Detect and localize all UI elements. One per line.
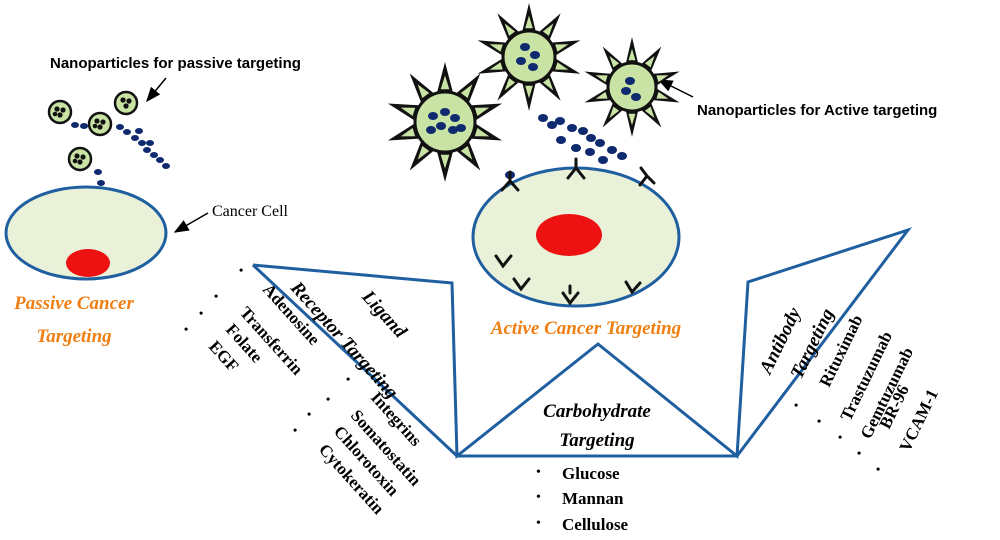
receptor-icon xyxy=(624,280,642,295)
carbohydrate-section: Carbohydrate Targeting • • • Glucose Man… xyxy=(536,401,651,534)
antibody-section: Antibody Targeting Rituximab Trastuzumab… xyxy=(755,304,942,476)
receptor-icon xyxy=(561,284,580,306)
bullet: • xyxy=(307,407,311,421)
bullet: • xyxy=(857,446,861,460)
cancer-cell-arrow xyxy=(173,212,209,233)
bullet: • xyxy=(239,263,243,277)
cancer-cell-label: Cancer Cell xyxy=(212,203,289,220)
carbohydrate-item: Cellulose xyxy=(562,515,629,534)
ligand-right-list: • • • • Integrins Somatostatin Chlorotox… xyxy=(293,372,426,518)
bullet: • xyxy=(326,392,330,406)
passive-cell-nucleus xyxy=(66,249,110,277)
passive-np-arrow xyxy=(146,77,167,103)
passive-nanoparticles-label: Nanoparticles for passive targeting xyxy=(50,55,301,72)
targeting-outline xyxy=(252,227,913,460)
bullet: • xyxy=(214,289,218,303)
bullet: • xyxy=(536,490,541,505)
active-targeting-title: Active Cancer Targeting xyxy=(490,318,681,339)
bullet: • xyxy=(876,462,880,476)
passive-nanoparticle xyxy=(87,111,113,137)
bullet: • xyxy=(293,423,297,437)
active-nanoparticles-label: Nanoparticles for Active targeting xyxy=(697,102,937,119)
active-nanoparticle xyxy=(387,62,503,182)
ligand-title-line1: Ligand xyxy=(357,286,411,343)
ligand-receptor-section: Ligand Receptor Targeting • • • • Adenos… xyxy=(184,263,426,518)
passive-nanoparticle-group xyxy=(47,90,139,172)
receptor-icon xyxy=(500,170,520,192)
receptor-icon xyxy=(566,157,586,180)
passive-cancer-cell xyxy=(4,185,168,281)
carbohydrate-title-line2: Targeting xyxy=(559,430,634,451)
carbohydrate-title-line1: Carbohydrate xyxy=(543,401,651,422)
bullet: • xyxy=(838,430,842,444)
active-cell-nucleus xyxy=(536,214,602,256)
cell-receptors xyxy=(494,157,656,306)
passive-nanoparticle xyxy=(47,99,73,125)
bullet: • xyxy=(536,516,541,531)
bullet: • xyxy=(199,306,203,320)
passive-targeting-section: Nanoparticles for passive targeting xyxy=(4,55,301,347)
active-nanoparticle xyxy=(584,37,680,137)
bullet: • xyxy=(184,322,188,336)
bullet: • xyxy=(817,414,821,428)
receptor-icon xyxy=(638,166,656,187)
active-np-arrow xyxy=(657,79,694,98)
active-targeting-section: Nanoparticles for Active targeting xyxy=(387,3,937,339)
active-nanoparticle xyxy=(477,3,581,111)
passive-targeting-title-line2: Targeting xyxy=(36,326,111,347)
carbohydrate-item: Glucose xyxy=(562,464,620,483)
carbohydrate-item: Mannan xyxy=(562,489,624,508)
bullet: • xyxy=(346,372,350,386)
passive-targeting-title-line1: Passive Cancer xyxy=(13,293,134,314)
receptor-icon xyxy=(512,277,531,292)
bullet: • xyxy=(794,398,798,412)
receptor-icon xyxy=(494,254,513,269)
passive-nanoparticle xyxy=(113,90,139,116)
bullet: • xyxy=(536,465,541,480)
ligand-triangle-edge xyxy=(251,263,459,458)
passive-nanoparticle xyxy=(67,146,93,172)
